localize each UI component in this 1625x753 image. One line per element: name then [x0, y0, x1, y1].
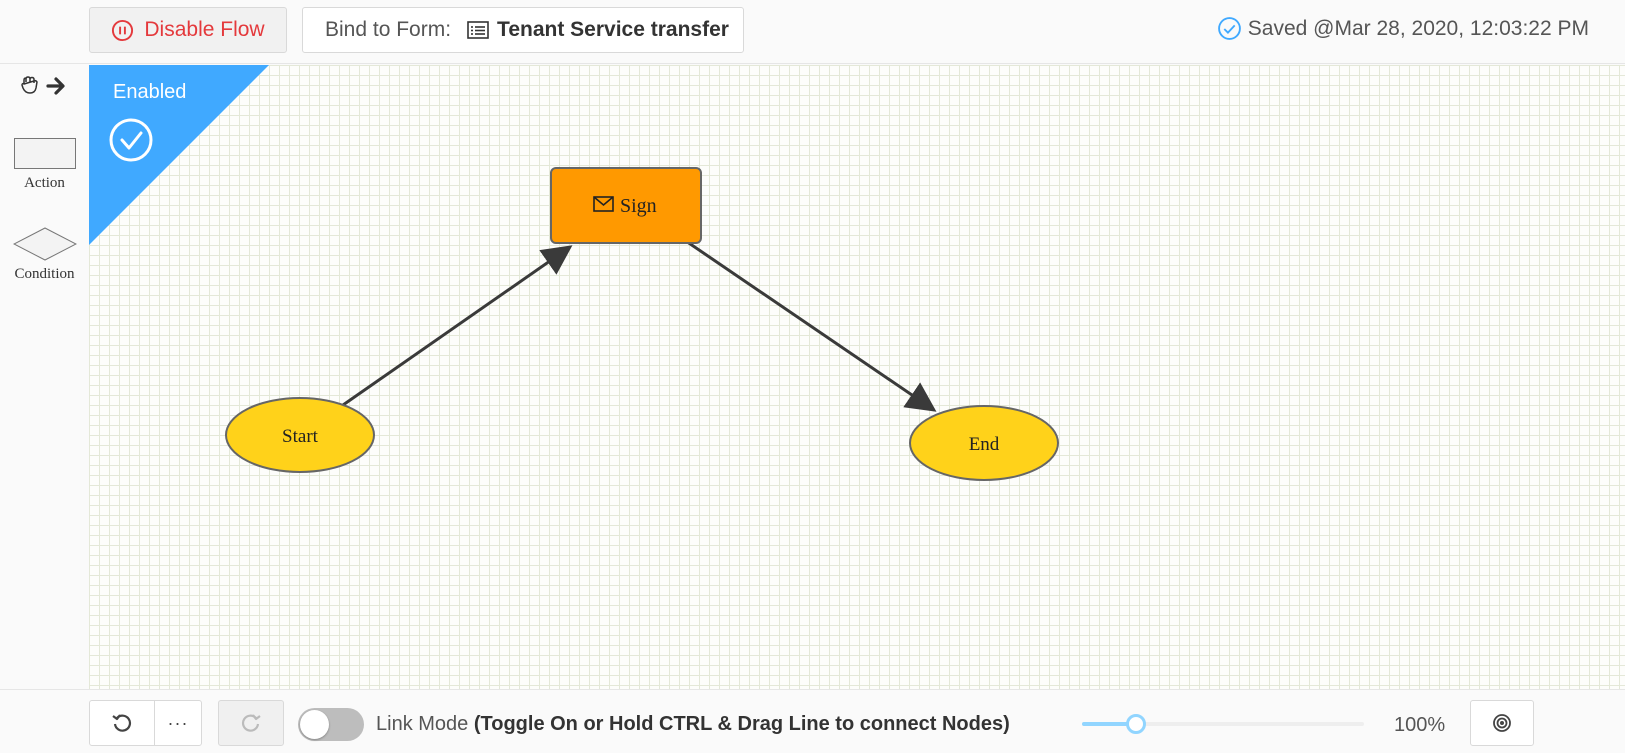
palette-action-label: Action	[24, 175, 65, 191]
undo-button[interactable]	[89, 700, 155, 746]
edge-start-to-sign[interactable]	[342, 245, 573, 407]
bind-form-selector[interactable]: Bind to Form: Tenant Service transfer	[302, 7, 744, 53]
saved-status: Saved @Mar 28, 2020, 12:03:22 PM	[1217, 16, 1589, 41]
more-label: ···	[167, 712, 189, 733]
redo-button[interactable]	[218, 700, 284, 746]
link-mode-text: Link Mode (Toggle On or Hold CTRL & Drag…	[376, 713, 1010, 736]
bottom-toolbar: ··· Link Mode (Toggle On or Hold CTRL & …	[0, 689, 1625, 753]
disable-flow-button[interactable]: Disable Flow	[89, 7, 287, 53]
condition-shape	[12, 227, 77, 261]
node-palette: Action Condition	[0, 64, 89, 689]
node-sign[interactable]: Sign	[550, 167, 702, 244]
palette-condition-item[interactable]: Condition	[0, 227, 89, 283]
center-view-button[interactable]	[1470, 700, 1534, 746]
enabled-label: Enabled	[113, 81, 187, 103]
saved-text: Saved @Mar 28, 2020, 12:03:22 PM	[1247, 16, 1589, 40]
link-mode-hint: (Toggle On or Hold CTRL & Drag Line to c…	[473, 713, 1010, 735]
flow-canvas[interactable]: Start Sign End Enabled	[89, 65, 1625, 689]
more-button[interactable]: ···	[154, 700, 202, 746]
aim-icon	[1493, 714, 1511, 732]
form-list-icon	[467, 21, 489, 39]
pan-tool-button[interactable]	[20, 76, 68, 96]
node-end[interactable]: End	[909, 405, 1059, 481]
top-toolbar: Disable Flow Bind to Form: Tenant Servic…	[0, 0, 1625, 64]
disable-flow-label: Disable Flow	[144, 18, 265, 41]
zoom-slider[interactable]	[1082, 712, 1364, 736]
zoom-slider-rail	[1082, 722, 1364, 726]
node-end-label: End	[969, 434, 1000, 455]
flow-diagram: Start Sign End	[225, 167, 1059, 481]
palette-action-item[interactable]: Action	[0, 138, 89, 192]
arrow-right-icon	[46, 77, 65, 95]
toggle-knob	[300, 710, 329, 739]
action-shape	[13, 138, 76, 169]
pause-circle-icon	[112, 19, 134, 41]
undo-icon	[112, 714, 132, 732]
node-start[interactable]: Start	[225, 397, 375, 473]
zoom-slider-track	[1082, 722, 1136, 726]
redo-icon	[241, 714, 261, 732]
link-mode-toggle[interactable]	[298, 708, 364, 741]
enabled-status-badge: Enabled	[89, 65, 269, 245]
palette-condition-label: Condition	[14, 266, 75, 282]
zoom-percentage: 100%	[1394, 714, 1446, 736]
bind-form-label: Bind to Form:	[325, 18, 452, 41]
node-start-label: Start	[282, 426, 319, 447]
hand-tool-icon	[21, 76, 38, 94]
node-sign-label: Sign	[620, 195, 657, 217]
envelope-icon	[593, 196, 614, 212]
check-circle-icon	[1217, 17, 1241, 40]
check-circle-icon	[109, 118, 153, 162]
zoom-slider-handle[interactable]	[1125, 714, 1146, 734]
link-mode-label: Link Mode	[376, 713, 469, 735]
bound-form-name: Tenant Service transfer	[497, 18, 729, 41]
edge-sign-to-end[interactable]	[679, 235, 937, 412]
